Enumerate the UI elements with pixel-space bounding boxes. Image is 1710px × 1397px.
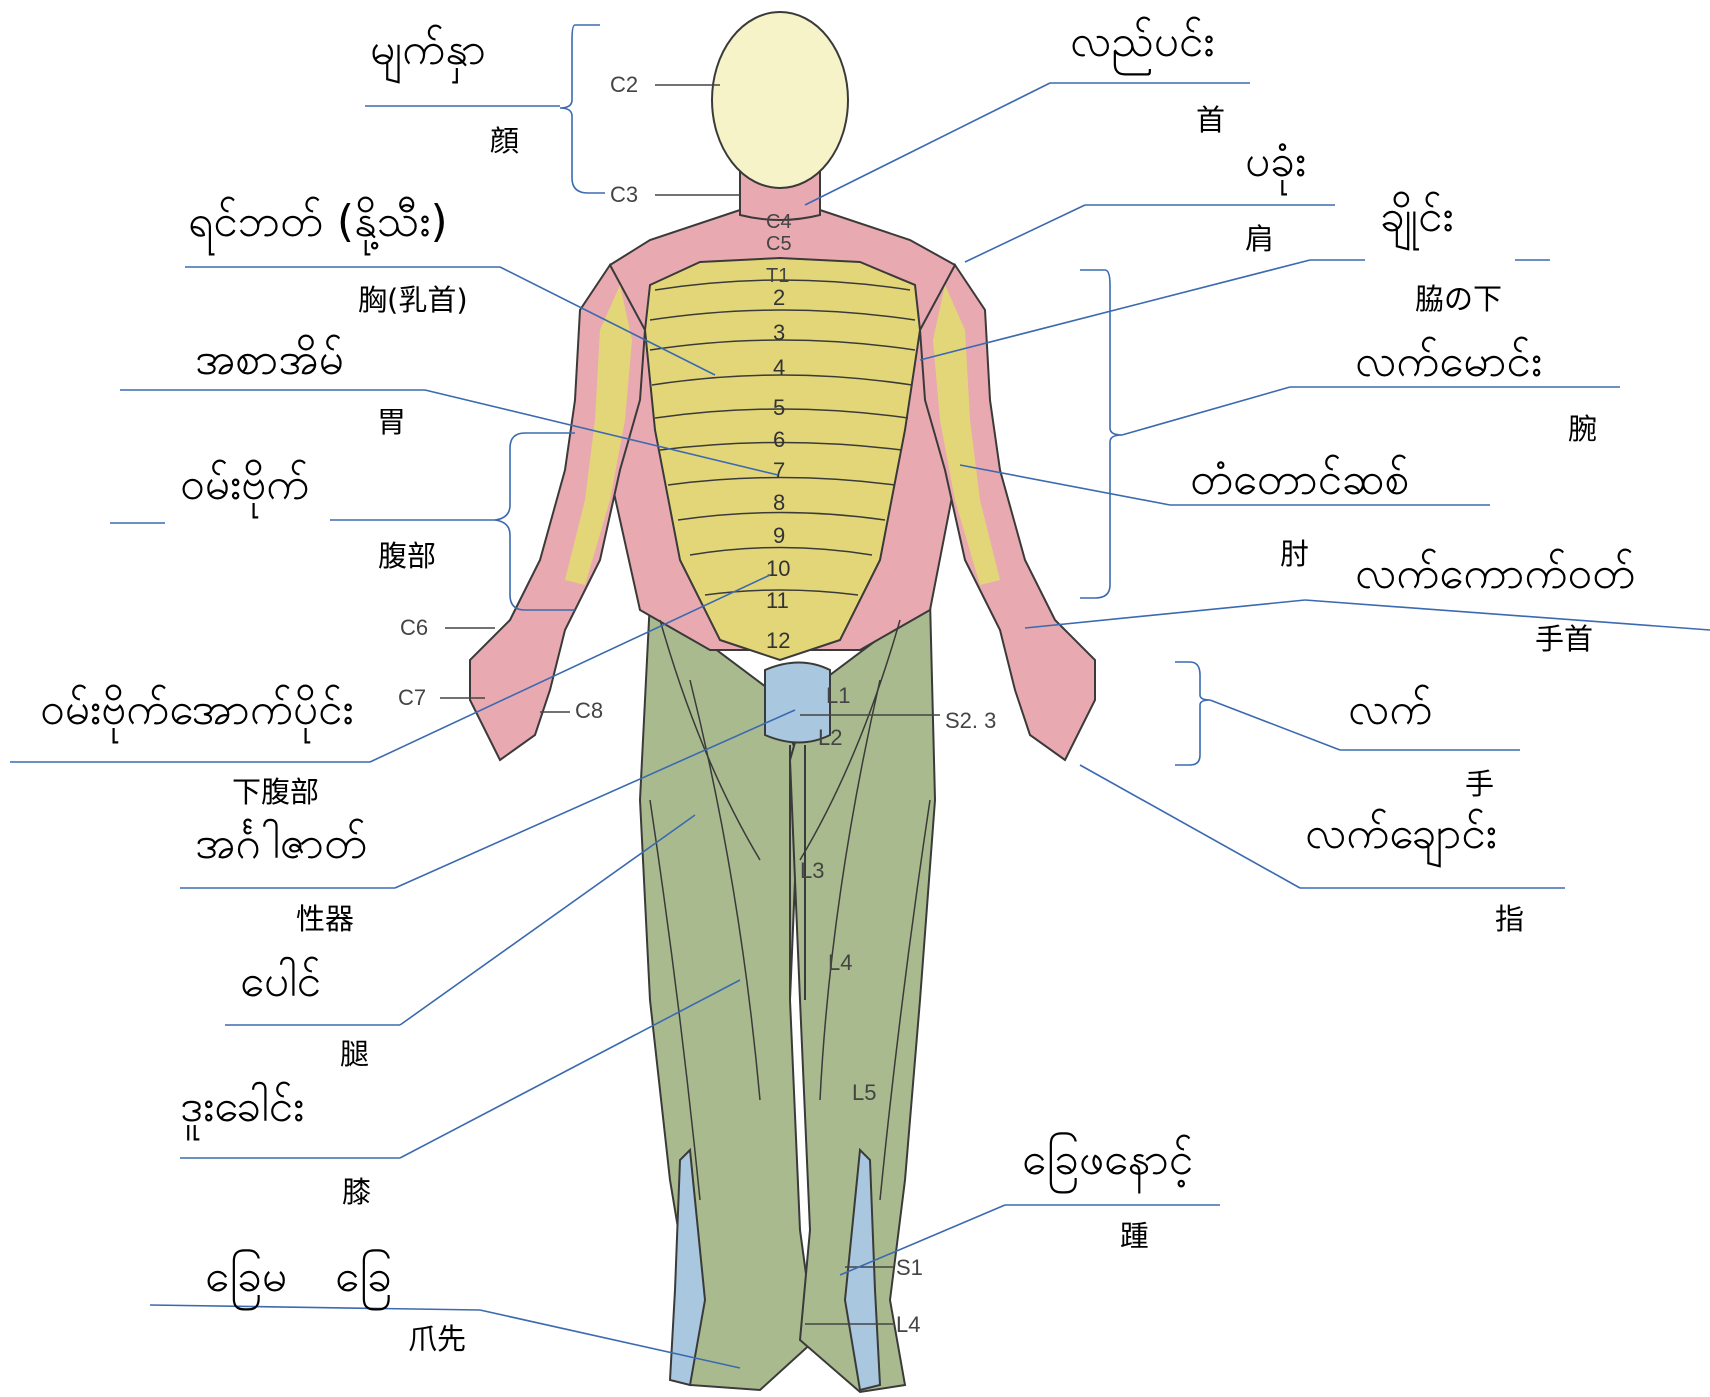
segment-l5: L5	[852, 1080, 876, 1105]
segment-t7: 7	[773, 458, 785, 483]
segment-t4: 4	[773, 355, 785, 380]
label-hand-my: လက်	[1348, 688, 1432, 732]
label-knee-jp: 膝	[342, 1178, 371, 1207]
segment-c2: C2	[610, 72, 638, 97]
label-chest-my: ရင်ဘတ် (နို့သီး)	[188, 200, 448, 244]
label-face-jp: 顔	[490, 127, 519, 156]
label-shoulder-jp: 肩	[1245, 225, 1274, 254]
segment-l4-foot: L4	[896, 1312, 920, 1337]
label-heel-jp: 踵	[1120, 1222, 1149, 1251]
label-elbow-jp: 肘	[1280, 540, 1309, 569]
segment-c4: C4	[766, 211, 792, 233]
segment-c7: C7	[398, 685, 426, 710]
label-finger-jp: 指	[1495, 905, 1524, 934]
segment-t1: T1	[766, 265, 789, 287]
segment-s1: S1	[896, 1255, 923, 1280]
label-elbow-my: တံတောင်ဆစ်	[1190, 458, 1409, 502]
label-finger-my: လက်ချောင်း	[1305, 812, 1497, 856]
segment-c6: C6	[400, 615, 428, 640]
label-chest-jp: 胸(乳首)	[358, 286, 468, 315]
segment-c3: C3	[610, 182, 638, 207]
label-heel-my: ခြေဖနောင့်	[1022, 1138, 1193, 1182]
segment-t2: 2	[773, 285, 785, 310]
label-genitals-my: အင်္ဂါဇာတ်	[195, 822, 367, 866]
segment-l3: L3	[800, 858, 824, 883]
label-thigh-my: ပေါင်	[240, 960, 321, 1004]
label-hand-jp: 手	[1465, 770, 1494, 799]
label-arm-jp: 腕	[1568, 415, 1597, 444]
label-thigh-jp: 腿	[340, 1040, 369, 1069]
label-wrist-my: လက်ကောက်ဝတ်	[1355, 552, 1635, 596]
segment-t9: 9	[773, 523, 785, 548]
label-wrist-jp: 手首	[1535, 625, 1593, 654]
label-stomach-jp: 胃	[377, 408, 406, 437]
label-toes-my2: ခြေ	[335, 1255, 392, 1299]
label-neck-my: လည်ပင်း	[1070, 20, 1214, 64]
label-lower-abdomen-jp: 下腹部	[232, 778, 319, 807]
segment-t11: 11	[766, 588, 789, 613]
label-abdomen-jp: 腹部	[378, 542, 436, 571]
head	[712, 12, 848, 188]
label-knee-my: ဒူးခေါင်း	[180, 1085, 304, 1129]
label-shoulder-my: ပခုံး	[1245, 140, 1306, 184]
segment-t6: 6	[773, 427, 785, 452]
label-armpit-my: ချိုင်း	[1380, 195, 1454, 239]
segment-t5: 5	[773, 395, 785, 420]
segment-t3: 3	[773, 320, 785, 345]
label-neck-jp: 首	[1196, 106, 1225, 135]
label-toes-jp: 爪先	[408, 1325, 466, 1354]
label-lower-abdomen-my: ဝမ်းဗိုက်အောက်ပိုင်း	[40, 688, 354, 732]
segment-l2: L2	[818, 725, 842, 750]
segment-t8: 8	[773, 490, 785, 515]
label-arm-my: လက်မောင်း	[1355, 340, 1542, 384]
segment-l4: L4	[828, 950, 852, 975]
label-stomach-my: အစာအိမ်	[195, 338, 344, 382]
segment-s23: S2. 3	[945, 708, 996, 733]
segment-c5: C5	[766, 233, 792, 255]
segment-t12: 12	[766, 628, 790, 653]
segment-l1: L1	[826, 683, 850, 708]
segment-c8: C8	[575, 698, 603, 723]
segment-t10: 10	[766, 556, 790, 581]
label-genitals-jp: 性器	[296, 905, 354, 934]
label-abdomen-my: ဝမ်းဗိုက်	[180, 463, 309, 507]
label-toes-my1: ခြေမ	[205, 1255, 287, 1299]
label-armpit-jp: 脇の下	[1415, 285, 1502, 314]
label-face-my: မျက်နှာ	[370, 28, 486, 72]
